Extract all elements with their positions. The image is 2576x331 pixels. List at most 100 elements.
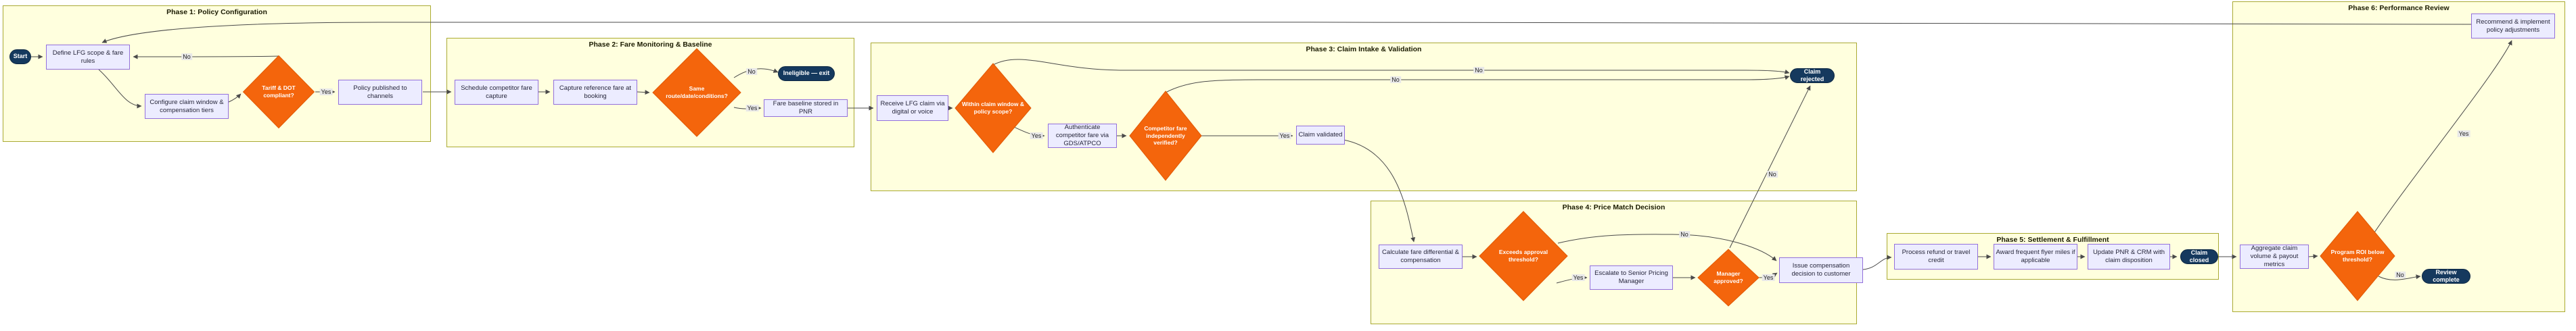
node-define-label: Define LFG scope & fare rules xyxy=(52,49,124,65)
node-ineligible-label: Ineligible — exit xyxy=(783,70,830,77)
phase-6-title: Phase 6: Performance Review xyxy=(2348,4,2450,12)
node-d-window-label: Within claim window & policy scope? xyxy=(961,101,1024,115)
decision-diamond-d-threshold xyxy=(1479,211,1568,301)
node-d-same: Same route/date/conditions? xyxy=(653,49,741,136)
node-closed: Claim closed xyxy=(2180,249,2218,264)
edge-label-d-tariff-publish: Yes xyxy=(319,88,333,95)
node-issue-label: Issue compensation decision to customer xyxy=(1791,262,1851,278)
node-d-verified: Competitor fare independently verified? xyxy=(1130,91,1201,180)
edge-label-d-tariff-define: No xyxy=(181,53,192,60)
node-process-refund: Process refund or travel credit xyxy=(1894,244,1978,270)
edge-recommend-to-define xyxy=(101,22,2472,43)
node-d-manager-label: Manager approved? xyxy=(1714,270,1743,284)
node-baseline-label: Fare baseline stored in PNR xyxy=(773,100,839,116)
node-aggregate: Aggregate claim volume & payout metrics xyxy=(2240,245,2309,269)
node-schedule-label: Schedule competitor fare capture xyxy=(461,84,532,100)
decision-diamond-d-verified xyxy=(1129,91,1202,181)
node-d-tariff-label: Tariff & DOT compliant? xyxy=(262,84,296,99)
edge-label-d-same-baseline: Yes xyxy=(745,105,759,111)
node-award: Award frequent flyer miles if applicable xyxy=(1994,244,2077,270)
phase-1-container: Phase 1: Policy Configuration xyxy=(3,5,431,142)
node-d-manager: Manager approved? xyxy=(1698,249,1759,306)
node-ineligible: Ineligible — exit xyxy=(778,66,835,81)
edge-label-d-threshold-escalate: Yes xyxy=(1571,274,1585,281)
phase-3-title: Phase 3: Claim Intake & Validation xyxy=(1306,45,1422,53)
decision-diamond-d-roi xyxy=(2320,211,2395,301)
node-calc-label: Calculate fare differential & compensati… xyxy=(1382,249,1459,264)
edge-d-roi-to-recommend xyxy=(2371,40,2512,237)
node-d-roi: Program ROI below threshold? xyxy=(2320,211,2395,301)
edge-validated-to-calc xyxy=(1343,139,1416,243)
node-recommend-label: Recommend & implement policy adjustments xyxy=(2476,18,2550,34)
node-d-threshold-label: Exceeds approval threshold? xyxy=(1498,249,1548,263)
node-recommend: Recommend & implement policy adjustments xyxy=(2471,14,2555,39)
node-publish-label: Policy published to channels xyxy=(353,84,407,100)
node-schedule: Schedule competitor fare capture xyxy=(455,80,538,105)
node-review-complete-label: Review complete xyxy=(2433,268,2460,283)
edge-d-roi-to-review-complete xyxy=(2378,274,2421,280)
node-escalate: Escalate to Senior Pricing Manager xyxy=(1590,265,1673,290)
node-escalate-label: Escalate to Senior Pricing Manager xyxy=(1594,270,1668,285)
node-rejected: Claim rejected xyxy=(1790,68,1835,83)
node-update-label: Update PNR & CRM with claim disposition xyxy=(2092,249,2165,264)
node-publish: Policy published to channels xyxy=(338,80,422,105)
node-d-roi-label: Program ROI below threshold? xyxy=(2330,249,2385,263)
edge-label-d-manager-issue: Yes xyxy=(1762,274,1775,281)
node-validated: Claim validated xyxy=(1296,126,1345,145)
edge-label-d-same-ineligible: No xyxy=(746,68,757,75)
phase-4-title: Phase 4: Price Match Decision xyxy=(1562,203,1665,211)
edge-d-verified-to-rejected xyxy=(1165,75,1790,93)
edge-label-d-window-auth: Yes xyxy=(1030,132,1043,139)
edge-capture-to-d-same xyxy=(637,90,650,95)
edge-label-d-window-rejected: No xyxy=(1473,67,1484,74)
edge-label-d-verified-validated: Yes xyxy=(1278,132,1291,139)
decision-diamond-d-tariff xyxy=(242,55,315,129)
edge-define-to-configure xyxy=(98,69,142,109)
node-receive: Receive LFG claim via digital or voice xyxy=(877,95,948,121)
edge-d-tariff-to-define xyxy=(133,54,279,59)
phase-3-container: Phase 3: Claim Intake & Validation xyxy=(871,43,1857,191)
edge-label-d-threshold-issue: No xyxy=(1679,231,1690,238)
node-baseline: Fare baseline stored in PNR xyxy=(764,99,848,117)
edge-d-manager-to-rejected xyxy=(1729,85,1811,249)
decision-diamond-d-same xyxy=(652,48,741,137)
edge-label-d-verified-rejected: No xyxy=(1390,76,1401,83)
node-d-threshold: Exceeds approval threshold? xyxy=(1479,211,1567,301)
edge-label-d-roi-review-complete: No xyxy=(2395,272,2406,278)
node-closed-label: Claim closed xyxy=(2189,249,2209,263)
edge-aggregate-to-d-roi xyxy=(2308,254,2318,259)
phase-2-title: Phase 2: Fare Monitoring & Baseline xyxy=(589,41,712,49)
node-start-label: Start xyxy=(13,53,28,60)
node-auth: Authenticate competitor fare via GDS/ATP… xyxy=(1048,124,1117,148)
node-validated-label: Claim validated xyxy=(1298,131,1343,139)
decision-diamond-d-window xyxy=(954,63,1032,153)
node-configure: Configure claim window & compensation ti… xyxy=(145,94,229,119)
node-award-label: Award frequent flyer miles if applicable xyxy=(1996,249,2075,264)
phase-4-container: Phase 4: Price Match Decision xyxy=(1371,201,1857,324)
edge-configure-to-d-tariff xyxy=(228,93,242,103)
node-issue: Issue compensation decision to customer xyxy=(1779,257,1863,283)
edge-d-threshold-to-issue xyxy=(1557,234,1777,261)
node-capture-label: Capture reference fare at booking xyxy=(559,84,632,100)
node-capture: Capture reference fare at booking xyxy=(553,80,637,105)
node-calc: Calculate fare differential & compensati… xyxy=(1379,245,1463,269)
node-d-verified-label: Competitor fare independently verified? xyxy=(1144,125,1187,147)
edge-label-d-manager-rejected: No xyxy=(1767,171,1778,178)
node-start: Start xyxy=(9,49,31,64)
phase-5-title: Phase 5: Settlement & Fulfillment xyxy=(1996,236,2109,244)
node-process-refund-label: Process refund or travel credit xyxy=(1902,249,1971,264)
node-aggregate-label: Aggregate claim volume & payout metrics xyxy=(2250,245,2299,268)
phase-1-title: Phase 1: Policy Configuration xyxy=(166,8,267,16)
node-define: Define LFG scope & fare rules xyxy=(46,45,130,70)
node-update: Update PNR & CRM with claim disposition xyxy=(2088,244,2170,270)
node-auth-label: Authenticate competitor fare via GDS/ATP… xyxy=(1055,124,1109,147)
node-d-same-label: Same route/date/conditions? xyxy=(666,85,728,99)
node-d-tariff: Tariff & DOT compliant? xyxy=(244,56,315,128)
edge-d-window-to-rejected xyxy=(992,59,1790,74)
edge-d-same-to-ineligible xyxy=(733,68,779,78)
node-configure-label: Configure claim window & compensation ti… xyxy=(150,98,224,114)
decision-diamond-d-manager xyxy=(1697,249,1760,307)
node-d-window: Within claim window & policy scope? xyxy=(955,63,1031,153)
